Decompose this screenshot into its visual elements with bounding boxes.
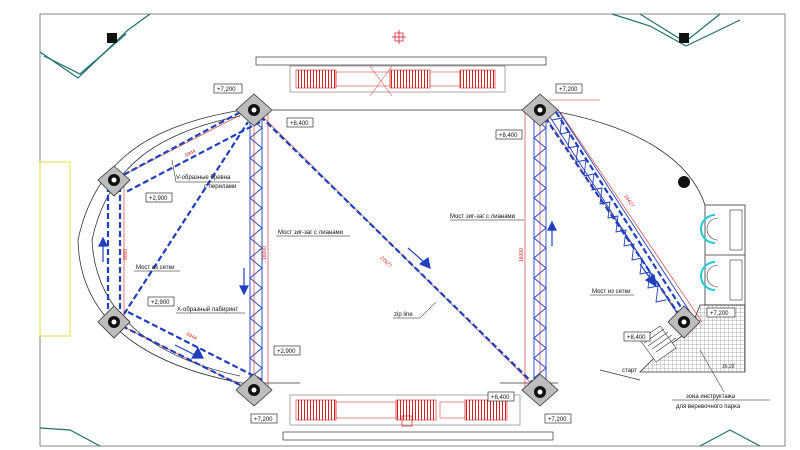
dimension-lines <box>113 99 703 393</box>
dim-right-vertical: 16000 <box>519 248 525 262</box>
label-v-logs: V-образные бревна <box>176 175 231 181</box>
mesh-bridge-right <box>547 109 691 319</box>
label-mesh-bridge-left: Мост из сетки <box>136 265 174 271</box>
top-escalator <box>255 56 547 97</box>
dim-left: 9000 <box>123 249 129 260</box>
yellow-zone <box>39 161 71 337</box>
platform-left-bottom <box>97 305 131 339</box>
label-mesh-bridge-right: Мост из сетки <box>592 289 630 295</box>
platform-tl <box>235 93 273 127</box>
column-marker <box>679 33 689 43</box>
rope-routes <box>106 107 685 393</box>
elev-left-top: +2,900 <box>149 196 168 202</box>
building-outline <box>77 109 243 384</box>
corner-walls <box>39 13 761 447</box>
elev-right-stairs: +8,400 <box>627 335 646 341</box>
dim-bottom-left: 6944 <box>185 331 198 341</box>
dim-diagonal: 22627 <box>379 255 393 269</box>
elev-bl-inner: +2,900 <box>277 349 296 355</box>
building-outline-right <box>557 111 706 206</box>
elev-br-inner: +8,400 <box>491 395 510 401</box>
elev-br-bottom: +7,200 <box>548 417 567 423</box>
label-x-maze: X-образный лабиринт <box>177 306 238 313</box>
elev-right-platform: +7,200 <box>710 311 729 317</box>
zigzag-bridge-left <box>249 115 263 389</box>
elev-left-bottom: +2,900 <box>151 300 170 306</box>
column-post <box>678 176 690 188</box>
building-outline-inner <box>91 115 241 377</box>
building-outline-right2 <box>599 369 641 381</box>
zigzag-bridge-right <box>533 115 547 389</box>
annotations: V-образные бревна с перилами Мост из сет… <box>134 159 770 410</box>
elev-tl-inner: +8,400 <box>290 121 309 127</box>
dim-left-vertical: 16000 <box>262 246 268 260</box>
right-building-block <box>700 204 746 306</box>
dim-top-left: 6944 <box>184 148 197 158</box>
elev-tl-top: +7,200 <box>217 87 236 93</box>
label-start: старт <box>622 368 637 374</box>
elev-tr-top: +7,200 <box>559 87 578 93</box>
bottom-escalator <box>282 394 554 441</box>
label-zipline: zip line <box>394 312 413 318</box>
platform-right <box>667 305 701 339</box>
platform-br <box>521 373 559 407</box>
direction-arrows <box>98 220 657 359</box>
label-v-logs-sub: с перилами <box>204 184 236 190</box>
label-platform-size: 16.22 <box>722 364 735 370</box>
platform-bl <box>235 373 273 407</box>
north-marker <box>392 30 406 44</box>
elevation-boxes: +7,200 +8,400 +7,200 +8,400 +2,900 +2,90… <box>145 83 736 424</box>
label-zigzag-left: Мост зиг-заг с лианами <box>278 230 343 236</box>
platform-tr <box>521 93 559 127</box>
label-instructor-zone: зона инструктажа <box>686 394 736 400</box>
elev-tr-inner: +8,400 <box>499 133 518 139</box>
column-marker <box>107 33 117 43</box>
label-zigzag-right: Мост зиг-заг с лианами <box>450 214 515 220</box>
elev-bl-bottom: +7,200 <box>254 417 273 423</box>
label-instructor-zone-sub: для веревочного парка <box>676 404 741 410</box>
platform-left-top <box>97 165 131 197</box>
